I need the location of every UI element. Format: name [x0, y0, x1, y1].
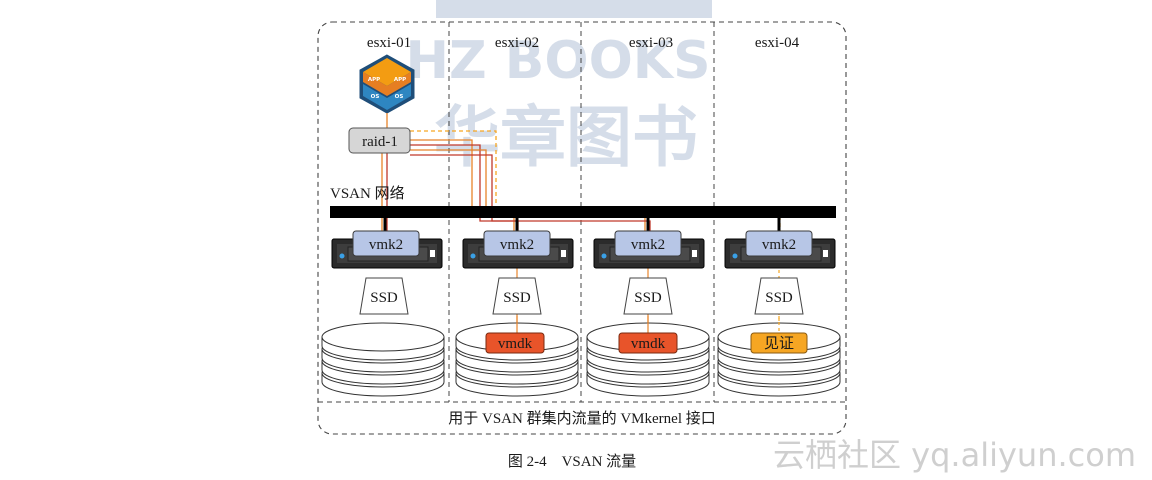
disk-platter-top: [321, 322, 445, 352]
vmk-label-esxi-02: vmk2: [500, 237, 534, 253]
ssd-label-esxi-01: SSD: [370, 290, 398, 306]
vmk-box-esxi-01: [352, 230, 420, 257]
host-title-esxi-03: esxi-03: [629, 35, 673, 51]
vmdk-object-esxi-03: vmdk: [618, 332, 678, 354]
network-label: VSAN 网络: [330, 185, 405, 202]
figure-caption: 图 2-4 VSAN 流量: [508, 453, 636, 470]
vm-icon-app-left: APP: [368, 77, 380, 83]
vmk-box-esxi-03: [614, 230, 682, 257]
vmk-box-esxi-04: [745, 230, 813, 257]
witness-object-esxi-04: 见证: [750, 332, 808, 354]
bottom-caption: 用于 VSAN 群集内流量的 VMkernel 接口: [448, 410, 716, 427]
ssd-esxi-03: SSD: [623, 277, 673, 315]
vmk-box-esxi-02: [483, 230, 551, 257]
disk-path-overlay: [516, 316, 780, 334]
ssd-label-esxi-04: SSD: [765, 290, 793, 306]
vmk-label-esxi-03: vmk2: [631, 237, 665, 253]
vm-icon-os-left: OS: [371, 94, 380, 100]
ssd-label-esxi-03: SSD: [634, 290, 662, 306]
disk-stack-esxi-01: [321, 322, 445, 397]
ssd-esxi-04: SSD: [754, 277, 804, 315]
watermark: HZ BOOKS 华章图书: [405, 0, 712, 176]
vm-icon-app-right: APP: [394, 77, 406, 83]
network-connectors: [383, 218, 781, 233]
host-title-esxi-01: esxi-01: [367, 35, 411, 51]
vm-icon-os-right: OS: [395, 94, 404, 100]
vmdk-object-esxi-02: vmdk: [485, 332, 545, 354]
vmdk-label-esxi-03: vmdk: [631, 336, 666, 352]
ssd-label-esxi-02: SSD: [503, 290, 531, 306]
watermark-en: HZ BOOKS: [405, 31, 710, 91]
ssd-esxi-02: SSD: [492, 277, 542, 315]
raid-1-label: raid-1: [362, 134, 398, 150]
vmk-label-esxi-01: vmk2: [369, 237, 403, 253]
vmk-label-esxi-04: vmk2: [762, 237, 796, 253]
outer-frame: [317, 21, 847, 435]
vsan-network-bar: [330, 206, 836, 218]
watermark-band: [436, 0, 712, 18]
watermark-cn: 华章图书: [434, 99, 698, 176]
ssd-esxi-01: SSD: [359, 277, 409, 315]
witness-label-esxi-04: 见证: [764, 335, 794, 352]
host-title-esxi-04: esxi-04: [755, 35, 800, 51]
watermark-bottom: 云栖社区 yq.aliyun.com: [773, 436, 1136, 474]
host-title-esxi-02: esxi-02: [495, 35, 539, 51]
raid-1-box: raid-1: [348, 127, 411, 154]
vmdk-label-esxi-02: vmdk: [498, 336, 533, 352]
